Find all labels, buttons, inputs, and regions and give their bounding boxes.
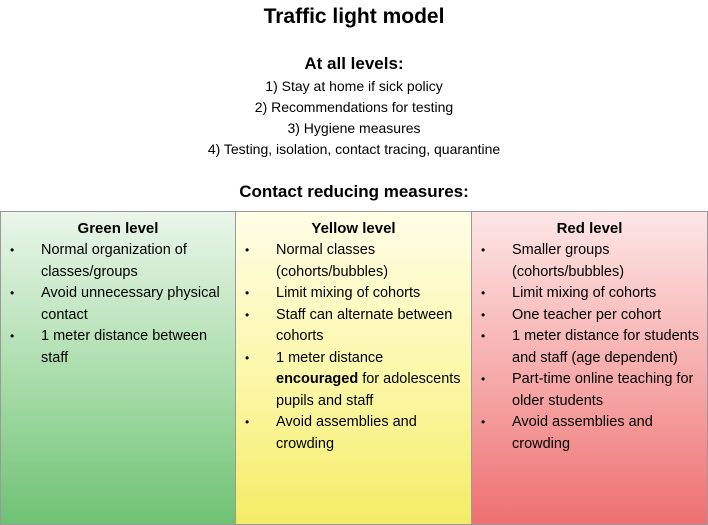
bullet-icon: • <box>10 329 15 343</box>
red-level-item-text: 1 meter distance for students and staff … <box>512 328 699 366</box>
red-level-item: • One teacher per cohort <box>472 305 707 327</box>
yellow-level-item-text: Limit mixing of cohorts <box>276 285 421 301</box>
green-level-title: Green level <box>77 220 159 237</box>
bullet-icon: • <box>481 329 486 343</box>
bullet-icon: • <box>481 243 486 257</box>
bullet-icon: • <box>245 415 250 429</box>
green-level-item: • Normal organization of classes/groups <box>1 240 235 283</box>
yellow-level-item-text: Avoid assemblies and crowding <box>276 414 417 452</box>
all-levels-item: 4) Testing, isolation, contact tracing, … <box>207 141 501 157</box>
yellow-level-item-text: Normal classes (cohorts/bubbles) <box>276 242 389 280</box>
levels-table: Green level • Normal organization of clas… <box>0 211 708 525</box>
green-level-list: • Normal organization of classes/groups •… <box>1 240 235 369</box>
yellow-level-item-text-end: for adolescents pupils and staff <box>276 371 461 409</box>
green-level-item-text: 1 meter distance between staff <box>41 328 208 366</box>
yellow-level-item: • Avoid assemblies and crowding <box>236 412 471 455</box>
all-levels-heading: At all levels: <box>304 54 404 73</box>
green-level-item-text: Avoid unnecessary physical contact <box>41 285 220 323</box>
yellow-level-item-text-start: 1 meter distance <box>276 349 384 366</box>
red-level-item: • Part-time online teaching for older stu… <box>472 369 707 412</box>
yellow-level-item: • Limit mixing of cohorts <box>236 283 471 305</box>
yellow-level-list: • Normal classes (cohorts/bubbles) • Limit… <box>236 240 471 455</box>
all-levels-section: At all levels: 1) Stay at home if sick p… <box>0 53 708 160</box>
bullet-icon: • <box>481 307 486 322</box>
green-level-item-text: Normal organization of classes/groups <box>41 242 187 280</box>
red-level-item-text: One teacher per cohort <box>512 306 662 323</box>
red-level-item-text: Smaller groups (cohorts/bubbles) <box>512 242 625 280</box>
all-levels-item: 1) Stay at home if sick policy <box>265 78 443 94</box>
red-level-list: • Smaller groups (cohorts/bubbles) • Limit… <box>472 240 707 455</box>
bullet-icon: • <box>10 286 15 300</box>
red-level-item: • Smaller groups (cohorts/bubbles) <box>472 240 707 283</box>
diagram-title: Traffic light model <box>263 5 445 28</box>
all-levels-item: 3) Hygiene measures <box>287 120 421 136</box>
bullet-icon: • <box>10 243 15 257</box>
all-levels-item: 2) Recommendations for testing <box>254 99 454 115</box>
yellow-level-title: Yellow level <box>311 220 396 237</box>
bullet-icon: • <box>481 415 486 429</box>
red-level-title: Red level <box>556 220 623 237</box>
yellow-level-item: • Staff can alternate between cohorts <box>236 305 471 348</box>
bullet-icon: • <box>245 350 250 365</box>
red-level-item-text: Avoid assemblies and crowding <box>512 414 653 452</box>
red-level-item-text: Part-time online teaching for older stud… <box>512 371 694 409</box>
yellow-level-item: • Normal classes (cohorts/bubbles) <box>236 240 471 283</box>
green-level-column: Green level • Normal organization of clas… <box>1 212 235 524</box>
yellow-level-column: Yellow level • Normal classes (cohorts/bu… <box>235 212 471 524</box>
all-levels-list: 1) Stay at home if sick policy 2) Recomm… <box>0 76 708 160</box>
red-level-column: Red level • Smaller groups (cohorts/bubbl… <box>471 212 707 524</box>
red-level-item: • 1 meter distance for students and staff… <box>472 326 707 369</box>
yellow-level-item: • 1 meter distance encouraged for adolesc… <box>236 348 471 413</box>
green-level-item: • 1 meter distance between staff <box>1 326 235 369</box>
bullet-icon: • <box>245 243 250 257</box>
red-level-item: • Avoid assemblies and crowding <box>472 412 707 455</box>
bullet-icon: • <box>245 307 250 322</box>
contact-reducing-heading: Contact reducing measures: <box>239 182 469 201</box>
bullet-icon: • <box>481 372 486 386</box>
green-level-item: • Avoid unnecessary physical contact <box>1 283 235 326</box>
yellow-level-item-emphasis: encouraged <box>276 371 359 387</box>
yellow-level-item-text: Staff can alternate between cohorts <box>276 306 453 345</box>
red-level-item: • Limit mixing of cohorts <box>472 283 707 305</box>
red-level-item-text: Limit mixing of cohorts <box>512 285 657 301</box>
bullet-icon: • <box>245 286 250 300</box>
bullet-icon: • <box>481 286 486 300</box>
